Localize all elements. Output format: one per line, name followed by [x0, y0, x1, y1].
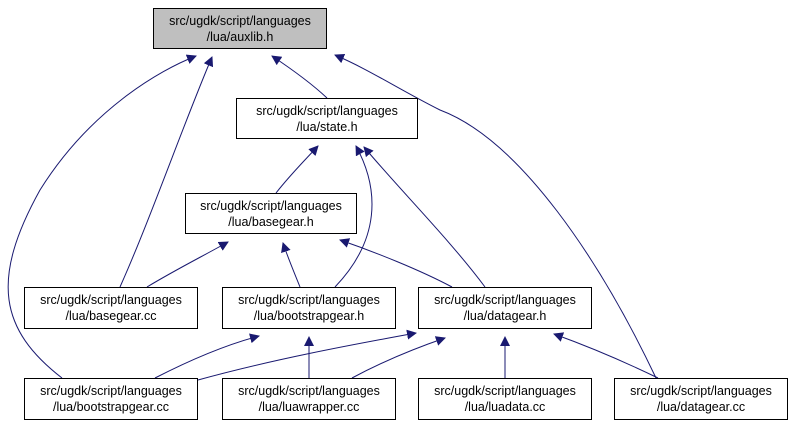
- node-file: /lua/bootstrapgear.cc: [52, 400, 170, 414]
- node-basegear-cc[interactable]: src/ugdk/script/languages /lua/basegear.…: [24, 287, 198, 329]
- edge-basegear-cc-to-basegear-h: [146, 241, 229, 288]
- edge-bootstrapgear-cc-to-auxlib-h: [7, 54, 197, 379]
- node-path: src/ugdk/script/languages: [200, 199, 342, 213]
- edge-basegear-h-to-state-h: [275, 145, 319, 194]
- edge-datagear-cc-to-auxlib-h: [334, 53, 657, 379]
- node-auxlib-h: src/ugdk/script/languages /lua/auxlib.h: [153, 8, 327, 49]
- node-path: src/ugdk/script/languages: [238, 293, 380, 307]
- node-path: src/ugdk/script/languages: [434, 384, 576, 398]
- edge-bootstrapgear-cc-to-bootstrapgear-h: [154, 333, 260, 379]
- edge-datagear-h-to-basegear-h: [339, 238, 453, 288]
- node-file: /lua/luawrapper.cc: [258, 400, 360, 414]
- node-path: src/ugdk/script/languages: [434, 293, 576, 307]
- edge-state-h-to-auxlib-h: [271, 55, 328, 99]
- node-datagear-h[interactable]: src/ugdk/script/languages /lua/datagear.…: [418, 287, 592, 329]
- node-path: src/ugdk/script/languages: [169, 14, 311, 28]
- node-path: src/ugdk/script/languages: [40, 293, 182, 307]
- node-file: /lua/basegear.h: [228, 215, 314, 229]
- node-path: src/ugdk/script/languages: [256, 104, 398, 118]
- node-file: /lua/bootstrapgear.h: [253, 309, 365, 323]
- edge-basegear-cc-to-auxlib-h: [119, 56, 214, 288]
- edge-luawrapper-cc-to-datagear-h: [351, 336, 446, 379]
- edge-bootstrapgear-h-to-state-h: [334, 145, 373, 288]
- node-file: /lua/datagear.h: [463, 309, 547, 323]
- node-file: /lua/luadata.cc: [464, 400, 546, 414]
- node-luawrapper-cc[interactable]: src/ugdk/script/languages /lua/luawrappe…: [222, 378, 396, 420]
- edge-datagear-cc-to-datagear-h: [553, 332, 659, 379]
- node-path: src/ugdk/script/languages: [238, 384, 380, 398]
- node-state-h[interactable]: src/ugdk/script/languages /lua/state.h: [236, 98, 418, 139]
- node-file: /lua/state.h: [296, 120, 358, 134]
- node-datagear-cc[interactable]: src/ugdk/script/languages /lua/datagear.…: [614, 378, 788, 420]
- node-file: /lua/datagear.cc: [656, 400, 746, 414]
- node-file: /lua/basegear.cc: [65, 309, 157, 323]
- edge-bootstrapgear-h-to-basegear-h: [281, 242, 301, 288]
- node-path: src/ugdk/script/languages: [630, 384, 772, 398]
- edge-datagear-h-to-state-h: [363, 146, 486, 288]
- edge-bootstrapgear-cc-to-datagear-h: [197, 329, 417, 381]
- node-path: src/ugdk/script/languages: [40, 384, 182, 398]
- node-bootstrapgear-cc[interactable]: src/ugdk/script/languages /lua/bootstrap…: [24, 378, 198, 420]
- node-luadata-cc[interactable]: src/ugdk/script/languages /lua/luadata.c…: [418, 378, 592, 420]
- node-bootstrapgear-h[interactable]: src/ugdk/script/languages /lua/bootstrap…: [222, 287, 396, 329]
- node-basegear-h[interactable]: src/ugdk/script/languages /lua/basegear.…: [185, 193, 357, 234]
- node-file: /lua/auxlib.h: [206, 30, 274, 44]
